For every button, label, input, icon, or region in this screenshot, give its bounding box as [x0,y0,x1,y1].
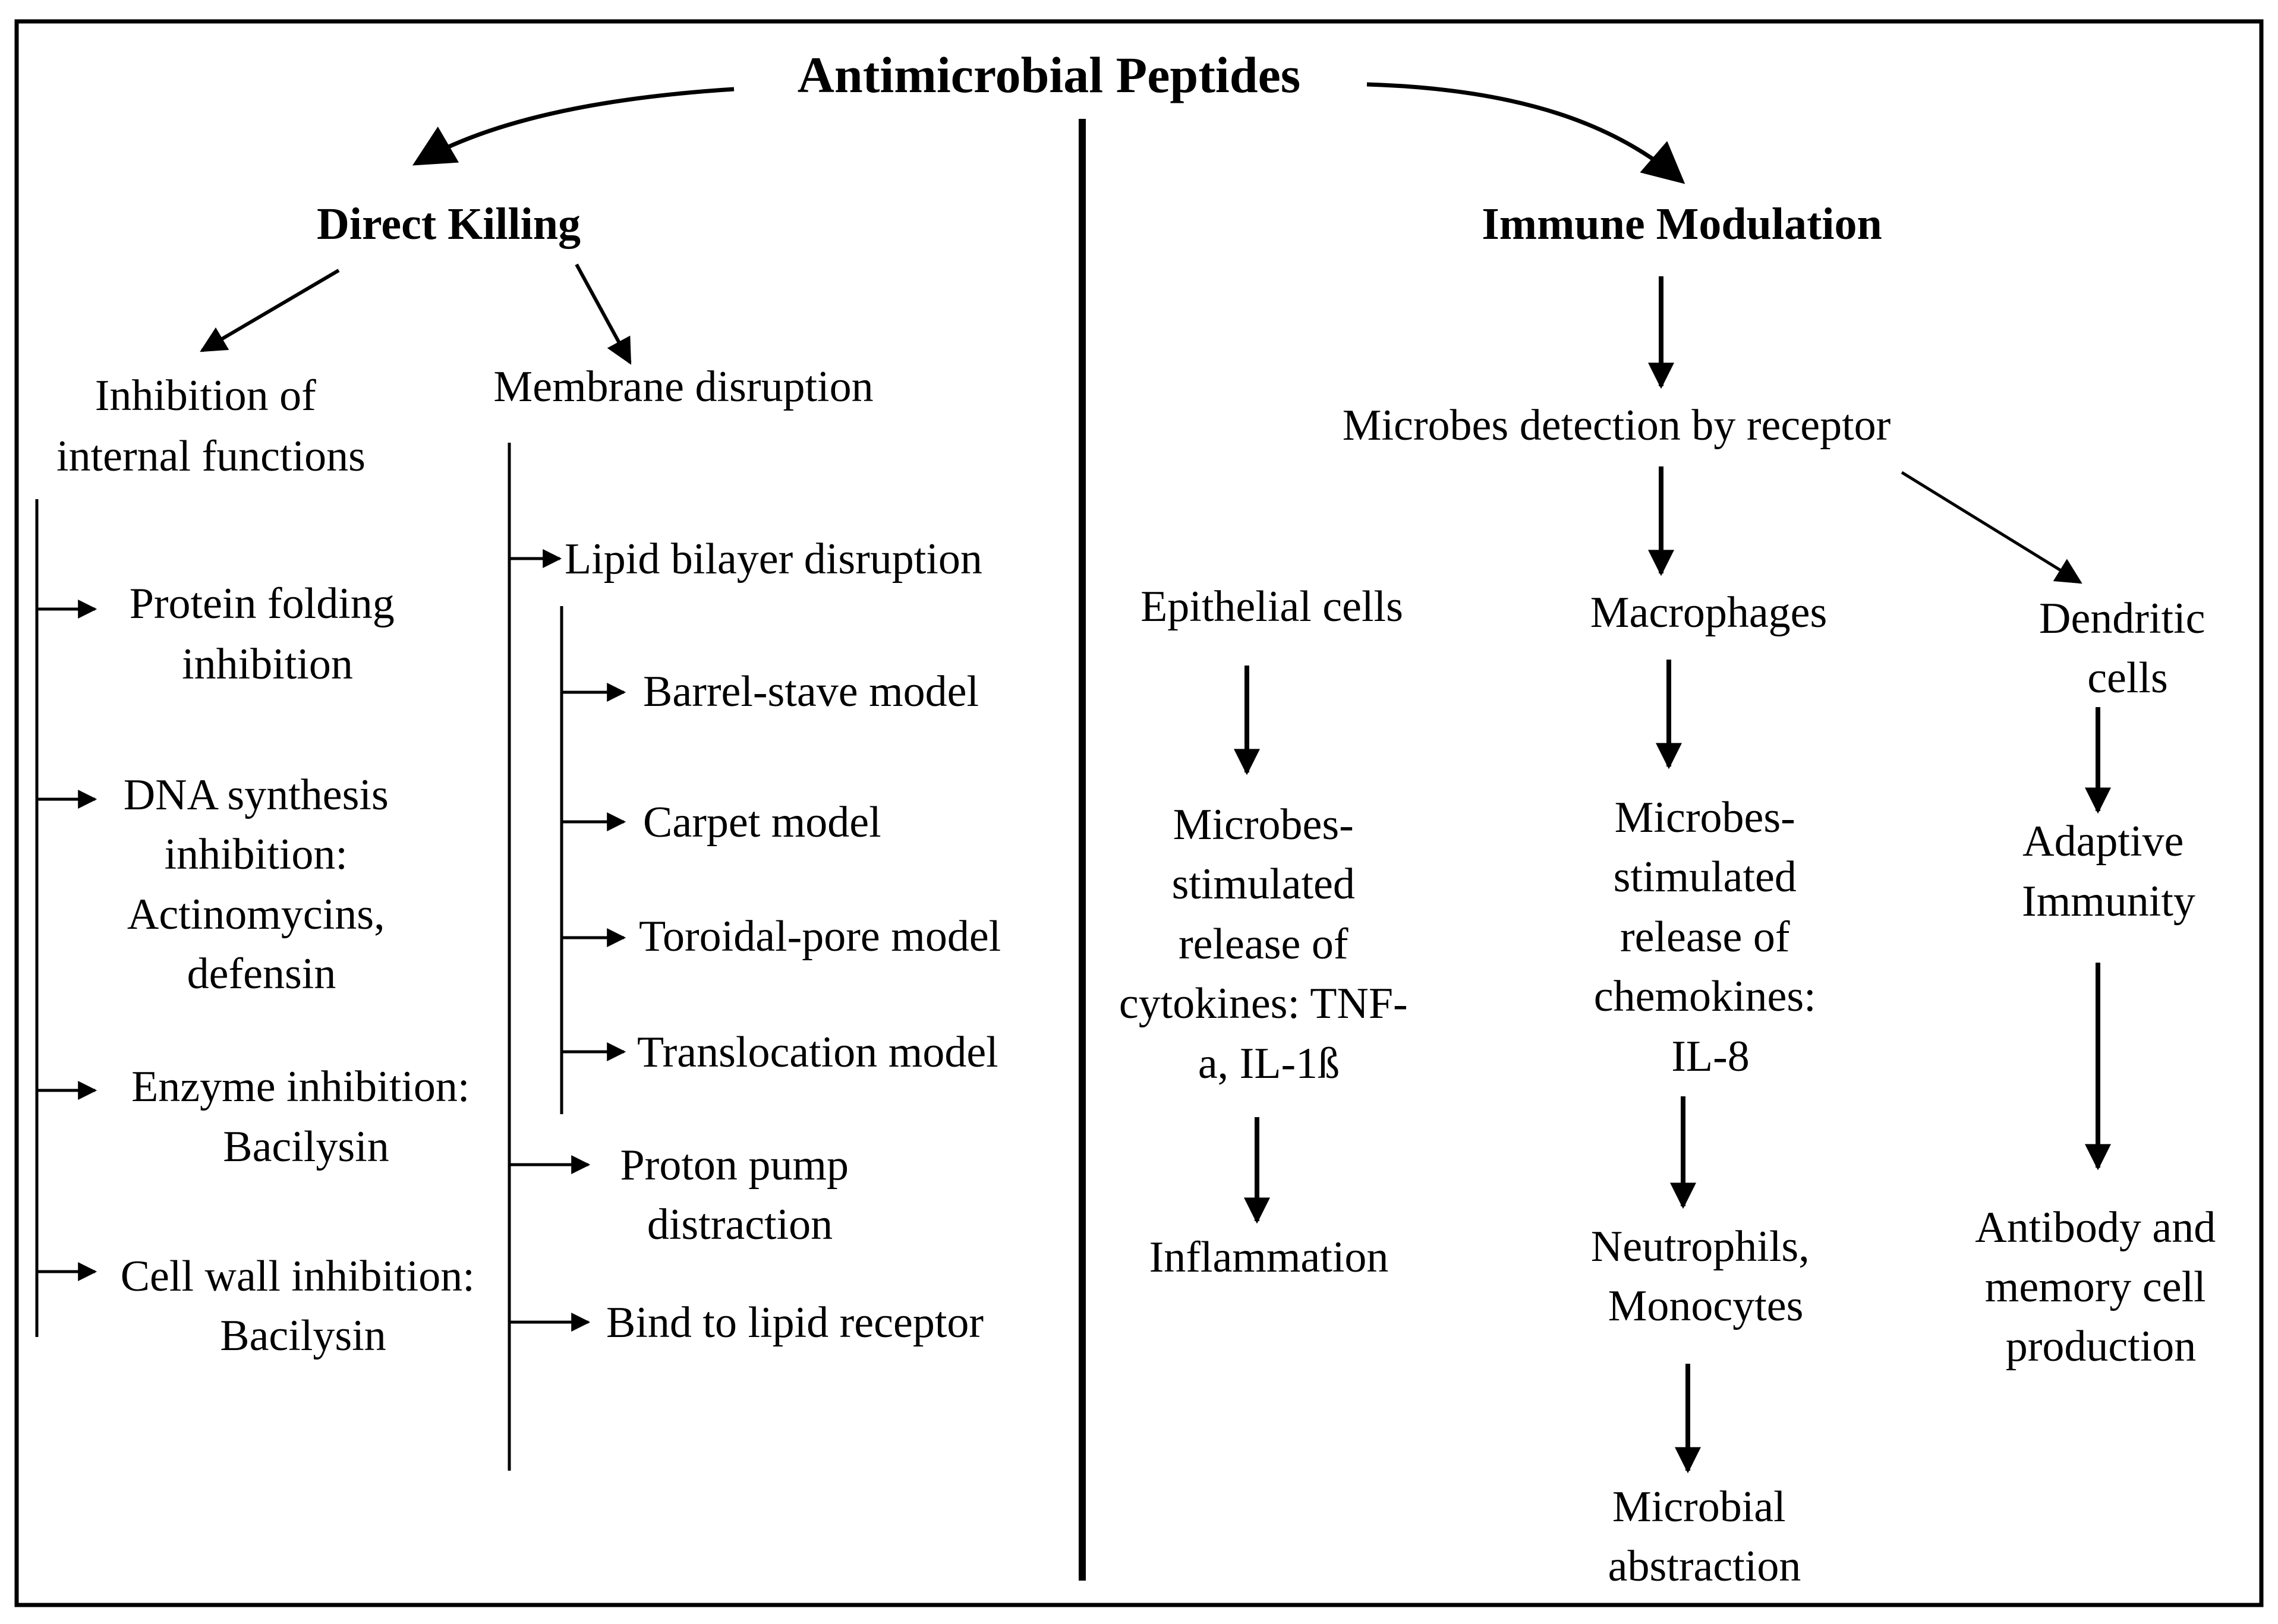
toroidal-pore-model: Toroidal-pore model [639,912,1001,961]
macrophage-chemokine-release: Microbes- stimulated release of chemokin… [1594,793,1828,1081]
cell-wall-inhibition-item: Cell wall inhibition: Bacilysin [121,1252,486,1360]
detection-to-dendritic-arrow [1901,471,2082,584]
antibody-memory-cell-outcome: Antibody and memory cell production [1975,1203,2226,1371]
title-to-direct-killing-arrow [412,87,735,166]
carpet-model: Carpet model [643,798,881,847]
membrane-disruption-heading: Membrane disruption [493,362,873,411]
microbial-abstraction-outcome: Microbial abstraction [1608,1483,1801,1591]
dna-synthesis-item: DNA synthesis inhibition: Actinomycins, … [124,771,400,998]
epithelial-cytokine-release: Microbes- stimulated release of cytokine… [1119,800,1419,1088]
epithelial-cells-heading: Epithelial cells [1140,582,1403,631]
protein-folding-item: Protein folding inhibition [130,579,406,689]
proton-pump-distraction: Proton pump distraction [620,1141,860,1249]
enzyme-inhibition-item: Enzyme inhibition: Bacilysin [131,1062,481,1171]
diagram-title: Antimicrobial Peptides [798,46,1300,103]
internal-functions-heading: Inhibition of internal functions [56,371,366,481]
barrel-stave-model: Barrel-stave model [643,667,979,716]
title-to-immune-modulation-arrow [1366,82,1685,184]
lipid-bilayer-disruption: Lipid bilayer disruption [565,535,982,584]
direct-killing-to-internal-arrow [200,269,340,352]
translocation-model: Translocation model [637,1028,998,1077]
neutrophils-monocytes: Neutrophils, Monocytes [1591,1222,1820,1330]
direct-killing-heading: Direct Killing [317,199,581,249]
bind-to-lipid-receptor: Bind to lipid receptor [606,1298,984,1347]
immune-modulation-heading: Immune Modulation [1482,199,1882,249]
direct-killing-to-membrane-arrow [575,263,632,365]
inflammation-outcome: Inflammation [1149,1233,1389,1282]
dendritic-cells-heading: Dendritic cells [2039,594,2216,702]
diagram-frame [14,19,2264,1607]
macrophages-heading: Macrophages [1590,588,1828,637]
adaptive-immunity: Adaptive Immunity [2022,817,2195,926]
microbes-detection-label: Microbes detection by receptor [1343,401,1891,450]
